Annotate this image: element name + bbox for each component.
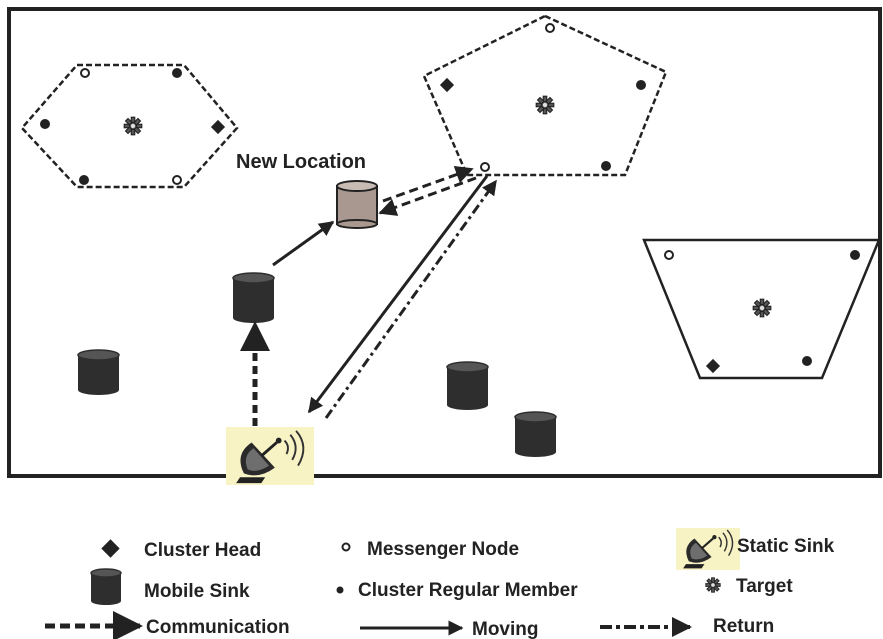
cluster-regular-member-legend-icon [336,586,344,594]
messenger-node [545,23,555,33]
messenger-node [664,250,674,260]
messenger-node [480,162,490,172]
cluster-regular-member [850,250,860,260]
trapezoid-cluster [642,238,881,380]
cluster-regular-member [172,68,182,78]
cluster-head [439,77,455,93]
cluster-regular-member [79,175,89,185]
legend-target: Target [736,576,793,597]
cluster-regular-member [636,80,646,90]
mobile-sink-legend-icon [90,568,122,605]
legend-return: Return [713,616,774,637]
pentagon-cluster [422,14,668,177]
legend-moving: Moving [472,619,539,639]
legend-static-sink: Static Sink [737,536,835,557]
return-arrow [324,179,498,419]
target-legend-icon [705,577,721,593]
communication-arrow [382,166,474,203]
legend-cluster-head: Cluster Head [144,540,261,561]
messenger-node-legend-icon [341,542,351,552]
cluster-head-legend-icon [101,539,120,558]
cluster-regular-member [802,356,812,366]
legend: Cluster Head Messenger Node Static Sink … [45,528,835,639]
static-sink [226,427,314,485]
target-icon [123,116,143,136]
mobile-sink [446,361,489,410]
legend-messenger-node: Messenger Node [367,539,519,560]
messenger-node [80,68,90,78]
mobile-sink-new-location [336,180,378,229]
cluster-regular-member [601,161,611,171]
cluster-head [210,119,226,135]
cluster-regular-member [40,119,50,129]
mobile-sink [77,349,120,395]
legend-mobile-sink: Mobile Sink [144,581,250,602]
legend-communication: Communication [146,617,290,638]
moving-arrow [272,220,335,267]
cluster-head [705,358,721,374]
new-location-label: New Location [236,151,366,173]
messenger-node [172,175,182,185]
communication-arrow [378,176,477,216]
moving-arrow [307,175,489,414]
target-icon [752,298,772,318]
mobile-sink [514,411,557,457]
legend-cluster-regular-member: Cluster Regular Member [358,580,578,601]
hexagon-cluster [20,63,239,189]
target-icon [535,95,555,115]
mobile-sink [232,272,275,323]
field-border [7,7,882,478]
